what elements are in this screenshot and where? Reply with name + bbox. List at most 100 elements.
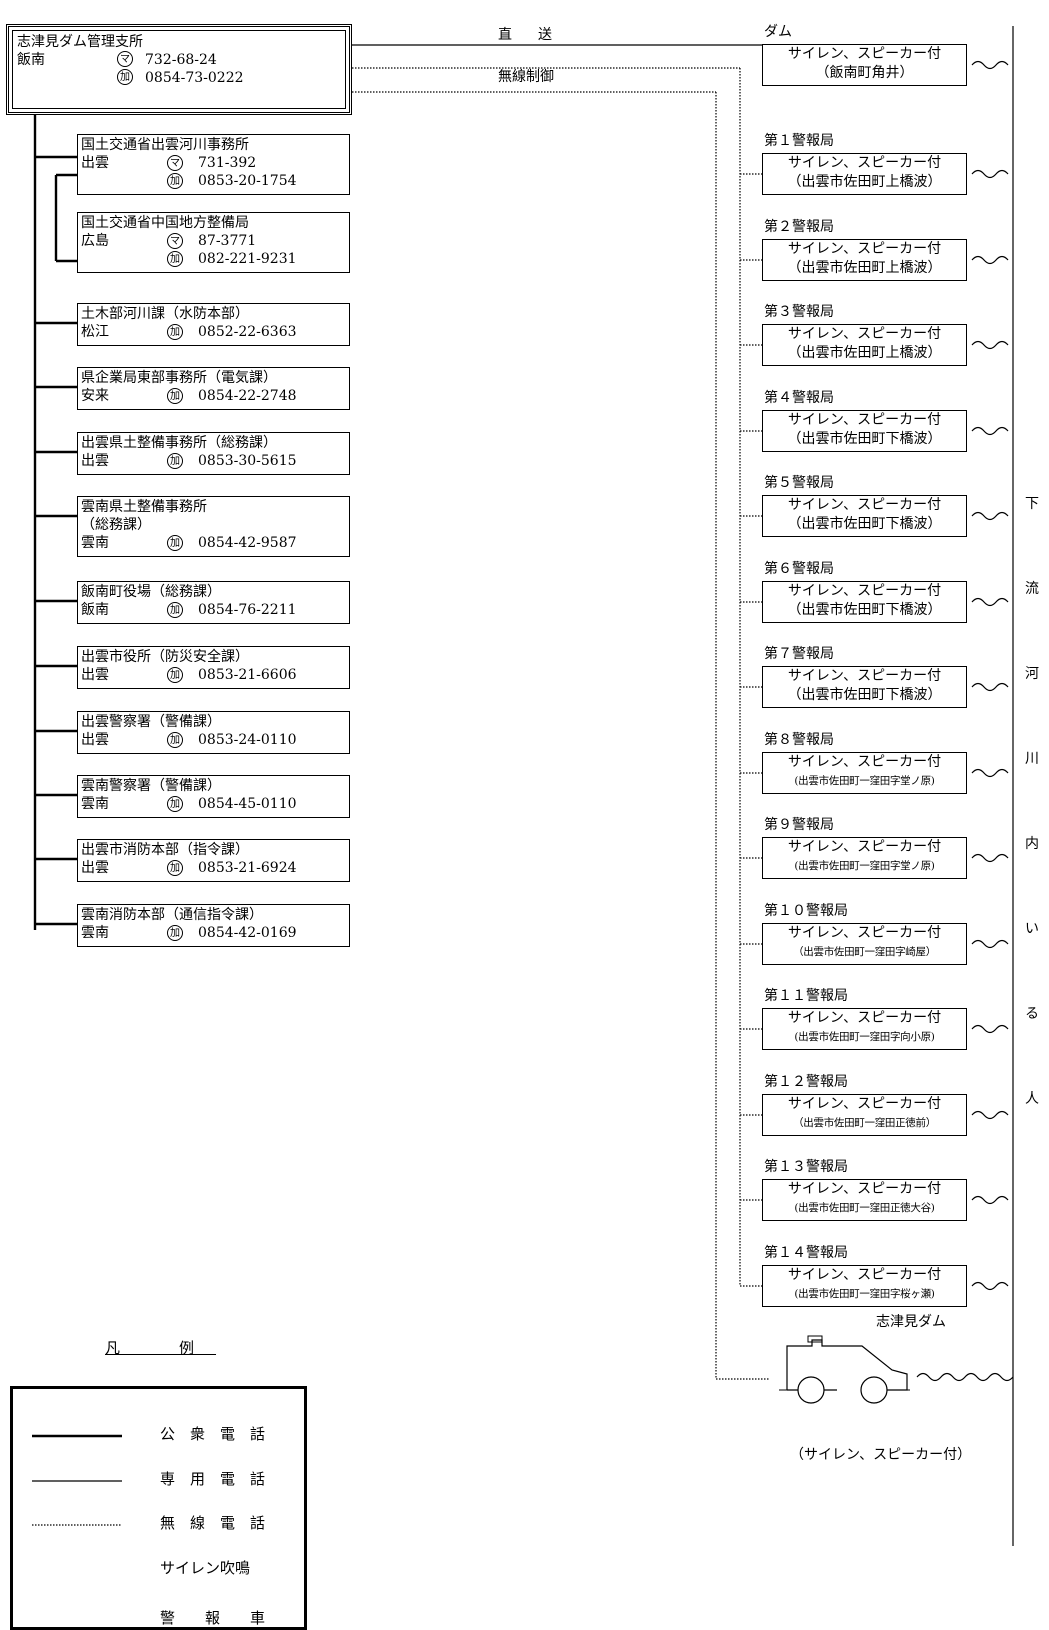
station-label: ダム — [764, 24, 792, 40]
siren-wave-icon — [971, 60, 1009, 70]
public-line-mark-icon: 加 — [167, 388, 183, 404]
siren-wave-icon — [971, 255, 1009, 265]
vehicle-label: 志津見ダム — [876, 1314, 946, 1330]
siren-station-box: サイレン、スピーカー付(出雲市佐田町一窪田正徳大谷) — [762, 1179, 967, 1221]
contact-phone: 731-392 — [198, 155, 257, 171]
station-equipment: サイレン、スピーカー付 — [787, 1181, 942, 1197]
station-equipment: サイレン、スピーカー付 — [787, 754, 942, 770]
station-label: 第１１警報局 — [764, 988, 848, 1004]
station-label: 第８警報局 — [764, 732, 834, 748]
station-location: (出雲市佐田町一窪田字桜ヶ瀬) — [794, 1288, 935, 1300]
siren-station-box: サイレン、スピーカー付 (出雲市佐田町一窪田字堂ノ原) — [762, 752, 967, 794]
siren-station-box: サイレン、スピーカー付 （出雲市佐田町上橋波） — [762, 153, 967, 195]
station-equipment: サイレン、スピーカー付 — [787, 155, 942, 171]
downstream-label-char: 流 — [1025, 581, 1039, 597]
downstream-label-char: い — [1025, 921, 1039, 937]
downstream-label-char: 下 — [1025, 496, 1039, 512]
station-location: （出雲市佐田町下橋波） — [787, 516, 942, 532]
station-location: (出雲市佐田町一窪田字堂ノ原) — [794, 860, 935, 872]
connection-lines — [32, 26, 1014, 1546]
legend-box: 公 衆 電 話 専 用 電 話 無 線 電 話 サイレン吹鳴 警 報 車 — [10, 1386, 307, 1630]
siren-wave-icon — [971, 597, 1009, 607]
station-location: （出雲市佐田町上橋波） — [787, 260, 942, 276]
siren-station-box: サイレン、スピーカー付（飯南町角井） — [762, 44, 967, 86]
station-equipment: サイレン、スピーカー付 — [787, 668, 942, 684]
station-location: (出雲市佐田町一窪田字向小原) — [794, 1031, 935, 1043]
contact-area: 松江 — [81, 324, 109, 340]
station-equipment: サイレン、スピーカー付 — [787, 1010, 942, 1026]
station-label: 第２警報局 — [764, 219, 834, 235]
contact-phone: 0853-20-1754 — [198, 173, 297, 189]
siren-wave-icon — [971, 768, 1009, 778]
contact-phone: 0854-76-2211 — [198, 602, 297, 618]
contact-area: 雲南 — [81, 535, 109, 551]
legend-public-phone-label: 公 衆 電 話 — [160, 1425, 266, 1443]
station-label: 第５警報局 — [764, 475, 834, 491]
siren-wave-icon — [971, 1281, 1009, 1291]
station-label: 第３警報局 — [764, 304, 834, 320]
contact-phone: 0854-42-0169 — [198, 925, 297, 941]
station-equipment: サイレン、スピーカー付 — [787, 497, 942, 513]
station-location: （出雲市佐田町一窪田正徳前） — [793, 1117, 936, 1129]
route-wireless-label: 無線制御 — [498, 69, 554, 85]
public-line-mark-icon: 加 — [167, 535, 183, 551]
public-line-mark-icon: 加 — [117, 69, 133, 85]
contact-phone: 87-3771 — [198, 233, 257, 249]
siren-wave-icon — [971, 340, 1009, 350]
contact-name: 出雲市役所（防災安全課） — [81, 649, 249, 665]
legend-title: 凡 例 — [105, 1339, 217, 1357]
public-line-mark-icon: 加 — [167, 251, 183, 267]
station-label: 第６警報局 — [764, 561, 834, 577]
siren-station-box: サイレン、スピーカー付（出雲市佐田町下橋波） — [762, 581, 967, 623]
station-equipment: サイレン、スピーカー付 — [787, 241, 942, 257]
station-location: （出雲市佐田町下橋波） — [787, 431, 942, 447]
contact-name: 国土交通省中国地方整備局 — [81, 215, 249, 231]
contact-name: 雲南警察署（警備課） — [81, 778, 221, 794]
contact-name: 飯南町役場（総務課） — [81, 584, 221, 600]
contact-area: 出雲 — [81, 667, 109, 683]
contact-area: 出雲 — [81, 860, 109, 876]
station-location: （出雲市佐田町上橋波） — [787, 174, 942, 190]
siren-station-box: サイレン、スピーカー付 （出雲市佐田町下橋波） — [762, 495, 967, 537]
downstream-label-char: 内 — [1025, 836, 1039, 852]
siren-station-box: サイレン、スピーカー付 （出雲市佐田町下橋波） — [762, 666, 967, 708]
siren-wave-icon — [971, 1024, 1009, 1034]
contact-name: 出雲警察署（警備課） — [81, 714, 221, 730]
contact-name: 出雲市消防本部（指令課） — [81, 842, 249, 858]
public-line-mark-icon: 加 — [167, 324, 183, 340]
public-line-mark-icon: 加 — [167, 860, 183, 876]
public-line-mark-icon: 加 — [167, 602, 183, 618]
contact-phone: 082-221-9231 — [198, 251, 297, 267]
alert-vehicle-icon — [779, 1335, 910, 1404]
station-equipment: サイレン、スピーカー付 — [787, 925, 942, 941]
siren-wave-icon — [971, 853, 1009, 863]
legend-wireless-phone-label: 無 線 電 話 — [160, 1514, 266, 1532]
station-label: 第９警報局 — [764, 817, 834, 833]
station-location: （出雲市佐田町下橋波） — [787, 602, 942, 618]
station-location: (出雲市佐田町一窪田字堂ノ原) — [794, 775, 935, 787]
station-location: （飯南町角井） — [815, 65, 914, 81]
headquarters-name: 志津見ダム管理支所 — [17, 34, 143, 50]
contact-phone: 0854-45-0110 — [198, 796, 297, 812]
station-label: 第４警報局 — [764, 390, 834, 406]
siren-station-box: サイレン、スピーカー付(出雲市佐田町一窪田字桜ヶ瀬) — [762, 1265, 967, 1307]
contact-area: 安来 — [81, 388, 109, 404]
station-label: 第１４警報局 — [764, 1245, 848, 1261]
microwave-mark-icon: マ — [167, 233, 183, 249]
siren-wave-icon — [971, 1110, 1009, 1120]
legend-private-phone-label: 専 用 電 話 — [160, 1470, 266, 1488]
downstream-label-char: 河 — [1025, 666, 1039, 682]
station-location: （出雲市佐田町上橋波） — [787, 345, 942, 361]
contact-phone: 0853-30-5615 — [198, 453, 297, 469]
siren-wave-icon — [971, 939, 1009, 949]
siren-wave-icon — [971, 511, 1009, 521]
station-location: （出雲市佐田町下橋波） — [787, 687, 942, 703]
